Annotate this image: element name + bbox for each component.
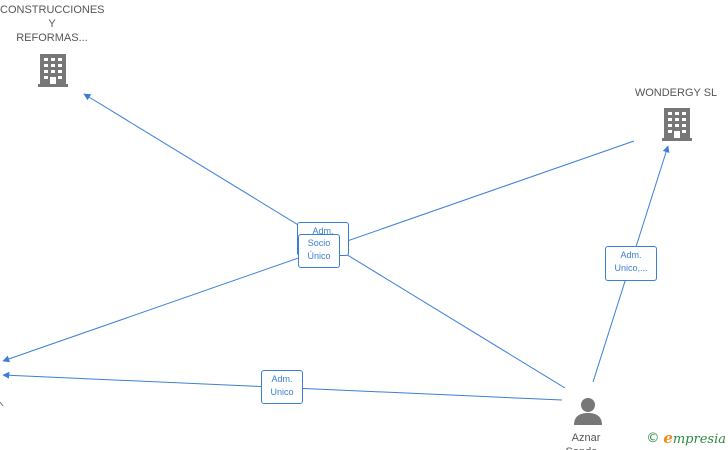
brand-logo: empresia [663,429,726,447]
node-label-wondergy: WONDERGY SL [634,87,718,99]
empresia-watermark: © empresia [646,429,726,447]
offscreen-node-fragment [0,401,4,407]
edge-label-adm-unico-bottom[interactable]: Adm. Unico [261,370,303,404]
person-icon[interactable] [574,398,602,425]
node-label-aznar: Aznar Sando... [566,432,607,450]
building-icon[interactable] [662,108,692,141]
building-icon[interactable] [38,54,68,87]
copyright-symbol: © [646,430,660,446]
edge-label-adm-unico-right[interactable]: Adm. Unico,... [605,246,657,281]
edge-label-socio-unico[interactable]: Socio Único [298,234,340,268]
node-label-construcciones: CONSTRUCCIONES Y REFORMAS... [0,4,105,44]
